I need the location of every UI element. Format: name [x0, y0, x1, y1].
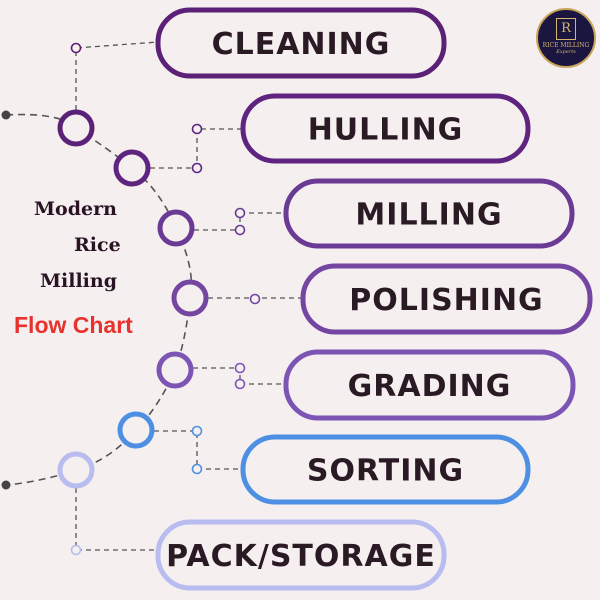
path-end-dot [1, 480, 11, 490]
step-label: PACK/STORAGE [166, 539, 436, 574]
intro-subtitle: Flow Chart [14, 312, 133, 338]
timeline-node [57, 109, 95, 147]
intro-line-modern: Modern [34, 198, 117, 220]
timeline-nodes [57, 109, 209, 489]
step-label: SORTING [307, 454, 464, 489]
junction-dot [70, 544, 82, 556]
junction-dot [70, 42, 82, 54]
junction-dot [234, 224, 246, 236]
brand-logo: R RICE MILLING Experts [536, 8, 596, 68]
connector-2 [194, 212, 286, 231]
step-box [283, 178, 575, 249]
step-box [155, 7, 447, 79]
junction-dot [234, 378, 246, 390]
step-label: CLEANING [212, 27, 391, 62]
logo-brand: RICE MILLING [542, 42, 590, 49]
timeline-node [57, 451, 95, 489]
step-box [300, 263, 593, 335]
junction-dot [234, 207, 246, 219]
path-start-dot [1, 110, 11, 120]
junction-dot [191, 425, 203, 437]
step-label: POLISHING [349, 283, 543, 318]
step-box [283, 349, 576, 421]
timeline-node [156, 351, 194, 389]
step-box [240, 434, 531, 505]
timeline-path [5, 113, 193, 486]
step-box [240, 93, 531, 164]
logo-tagline: Experts [556, 49, 576, 55]
connector-5 [154, 430, 243, 470]
step-boxes: CLEANING HULLING MILLING POLISHING GRADING SO… [155, 7, 593, 591]
timeline-node [157, 209, 195, 247]
connectors [1, 41, 303, 556]
junction-dot [191, 123, 203, 135]
connector-6 [75, 488, 158, 551]
junction-dot [234, 362, 246, 374]
timeline-node [113, 149, 151, 187]
intro-line-rice: Rice [74, 234, 121, 256]
step-label: MILLING [355, 198, 502, 233]
step-box [155, 519, 447, 591]
logo-monogram: R [556, 18, 576, 40]
junction-dot [191, 162, 203, 174]
connector-1 [150, 128, 243, 169]
intro-line-milling: Milling [40, 270, 118, 292]
step-label: GRADING [348, 369, 512, 404]
timeline-node [171, 279, 209, 317]
junction-dot [249, 293, 261, 305]
step-label: HULLING [308, 113, 464, 148]
connector-4 [193, 367, 286, 385]
timeline-node [117, 411, 155, 449]
junction-dot [191, 463, 203, 475]
